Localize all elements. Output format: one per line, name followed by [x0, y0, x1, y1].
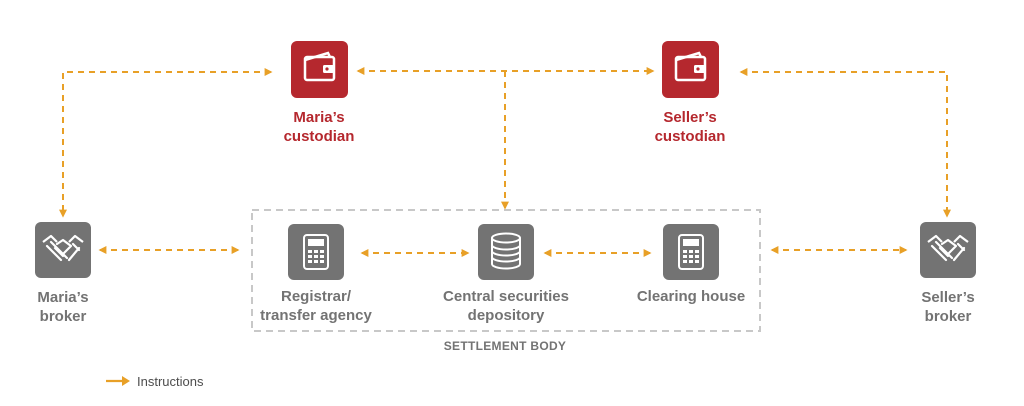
sellers-custodian-line1: Seller’s — [663, 109, 717, 126]
marias-broker-handshake-icon — [35, 222, 91, 278]
registrar-line2: transfer agency — [260, 307, 372, 324]
registrar-label: Registrar/ transfer agency — [246, 287, 386, 325]
legend: Instructions — [105, 372, 203, 390]
marias-broker-line2: broker — [39, 308, 87, 325]
csd-coin-stack-icon — [478, 224, 534, 280]
csd-label: Central securities depository — [421, 287, 591, 325]
settlement-body-label: SETTLEMENT BODY — [443, 339, 567, 353]
clearing-house-line1: Clearing house — [636, 288, 746, 305]
marias-custodian-line2: custodian — [283, 128, 355, 145]
marias-custodian-label: Maria’s custodian — [259, 108, 379, 146]
csd-line2: depository — [467, 307, 545, 324]
sellers-broker-line2: broker — [924, 308, 972, 325]
sellers-broker-label: Seller’s broker — [898, 288, 998, 326]
sellers-broker-handshake-icon — [920, 222, 976, 278]
clearing-house-calculator-icon — [663, 224, 719, 280]
csd-line1: Central securities — [443, 288, 569, 305]
legend-label: Instructions — [137, 373, 204, 389]
registrar-line1: Registrar/ — [280, 288, 352, 305]
legend-arrow-icon — [106, 376, 130, 386]
sellers-custodian-label: Seller’s custodian — [630, 108, 750, 146]
arrow-seller-custodian-broker — [739, 68, 951, 218]
registrar-calculator-icon — [288, 224, 344, 280]
marias-custodian-wallet-icon — [291, 41, 348, 98]
arrow-maria-broker-custodian — [59, 68, 273, 218]
sellers-broker-line1: Seller’s — [921, 289, 975, 306]
marias-broker-label: Maria’s broker — [13, 288, 113, 326]
clearing-house-label: Clearing house — [616, 287, 766, 306]
marias-custodian-line1: Maria’s — [293, 109, 345, 126]
settlement-body-box — [251, 209, 761, 332]
sellers-custodian-line2: custodian — [654, 128, 726, 145]
marias-broker-line1: Maria’s — [37, 289, 89, 306]
sellers-custodian-wallet-icon — [662, 41, 719, 98]
